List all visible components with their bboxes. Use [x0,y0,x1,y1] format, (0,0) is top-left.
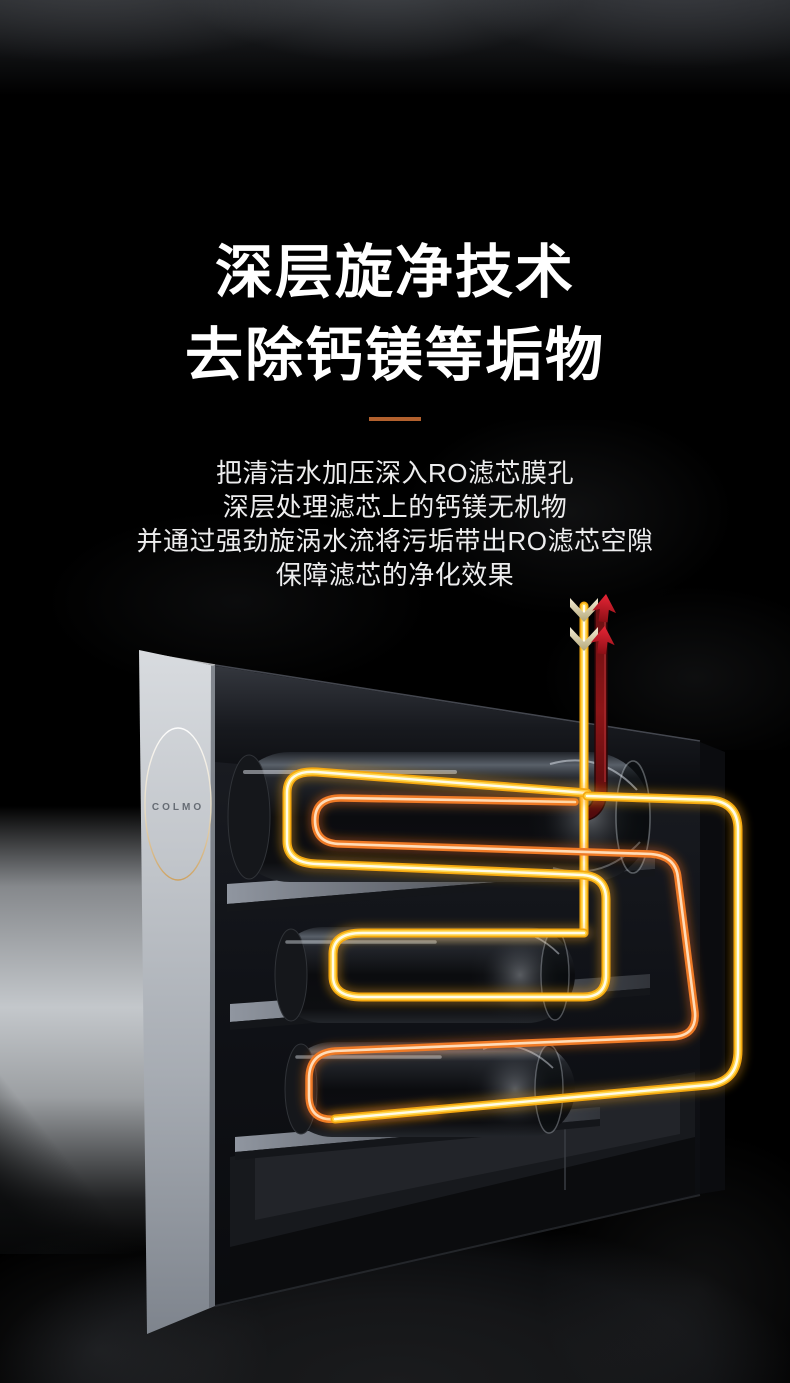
hero-body-line: 保障滤芯的净化效果 [275,560,515,590]
hero-title-line-2: 去除钙镁等垢物 [184,323,605,388]
title-divider [369,417,421,421]
hero-title-line-1: 深层旋净技术 [214,240,575,305]
spotlight-left-wall [0,806,150,1254]
product-left-panel: COLMO [139,650,215,1334]
brand-label: COLMO [152,802,204,813]
double-arrow-up-icon [590,594,617,655]
hero-body-line: 深层处理滤芯上的钙镁无机物 [222,492,568,522]
double-chevron-down-icon [570,598,598,651]
product-render: COLMO [139,594,785,1334]
hero-body-line: 把清洁水加压深入RO滤芯膜孔 [215,458,574,488]
colmo-logo-ring [144,727,212,881]
hero-title: 深层旋净技术 去除钙镁等垢物 [0,231,790,397]
hero-body-line: 并通过强劲旋涡水流将污垢带出RO滤芯空隙 [136,526,654,556]
smoke-texture-top [0,0,790,96]
hero-body: 把清洁水加压深入RO滤芯膜孔 深层处理滤芯上的钙镁无机物 并通过强劲旋涡水流将污… [0,456,790,592]
